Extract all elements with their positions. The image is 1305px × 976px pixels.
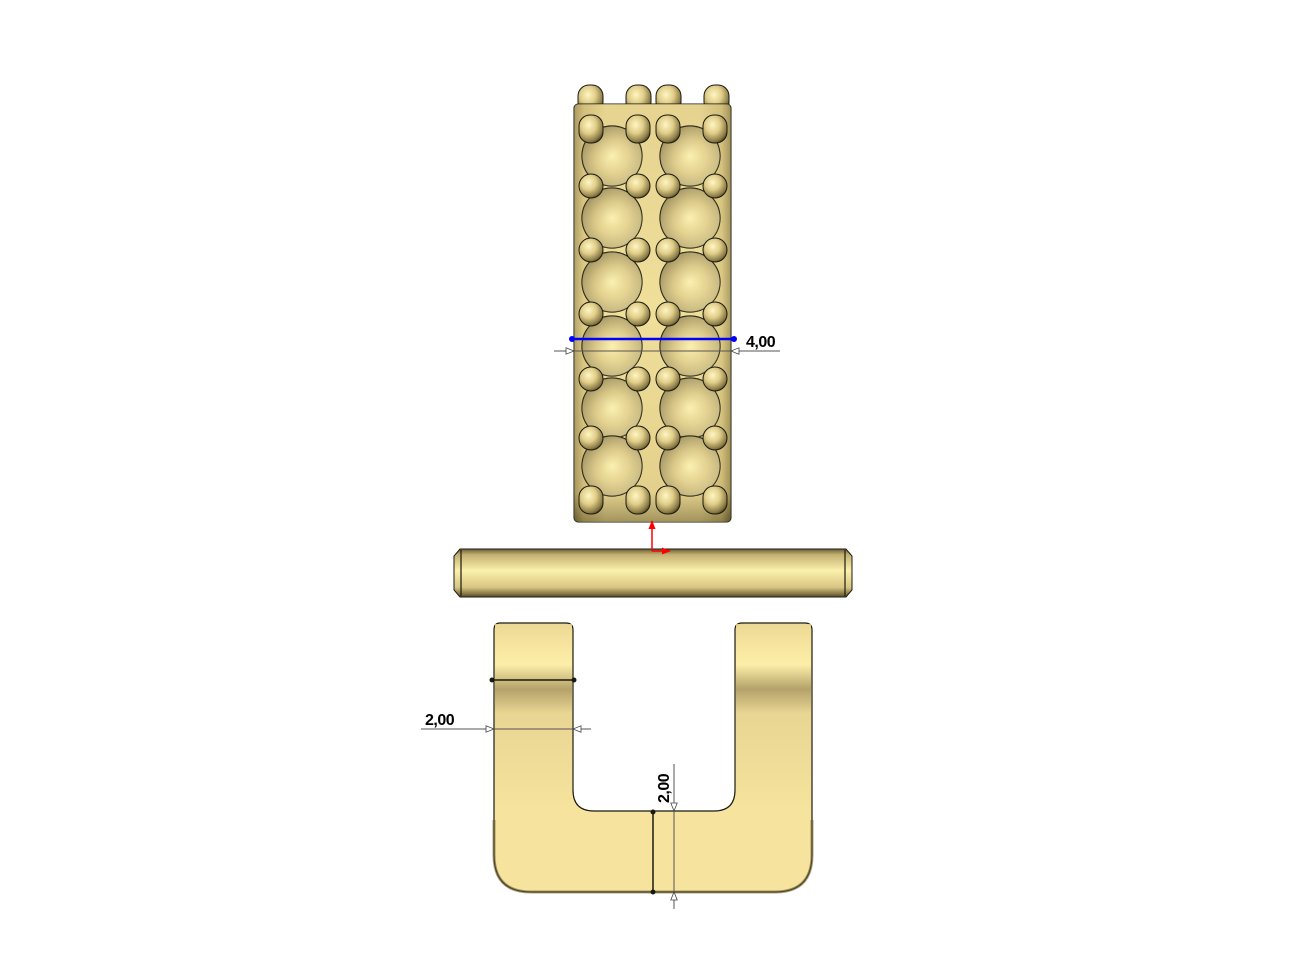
cylindrical-pin[interactable] <box>453 548 853 598</box>
origin-triad <box>648 520 671 555</box>
ring-band-with-studs[interactable] <box>569 84 737 523</box>
dimension-label-width-band[interactable]: 4,00 <box>746 334 776 351</box>
selected-edge[interactable] <box>569 336 737 342</box>
dimension-label-width-leg[interactable]: 2,00 <box>425 712 455 729</box>
cone-settings <box>581 125 721 497</box>
dimension-label-thickness-bottom[interactable]: 2,00 <box>656 773 673 803</box>
u-shaped-shank[interactable] <box>489 622 814 895</box>
ball-prongs <box>578 114 728 515</box>
